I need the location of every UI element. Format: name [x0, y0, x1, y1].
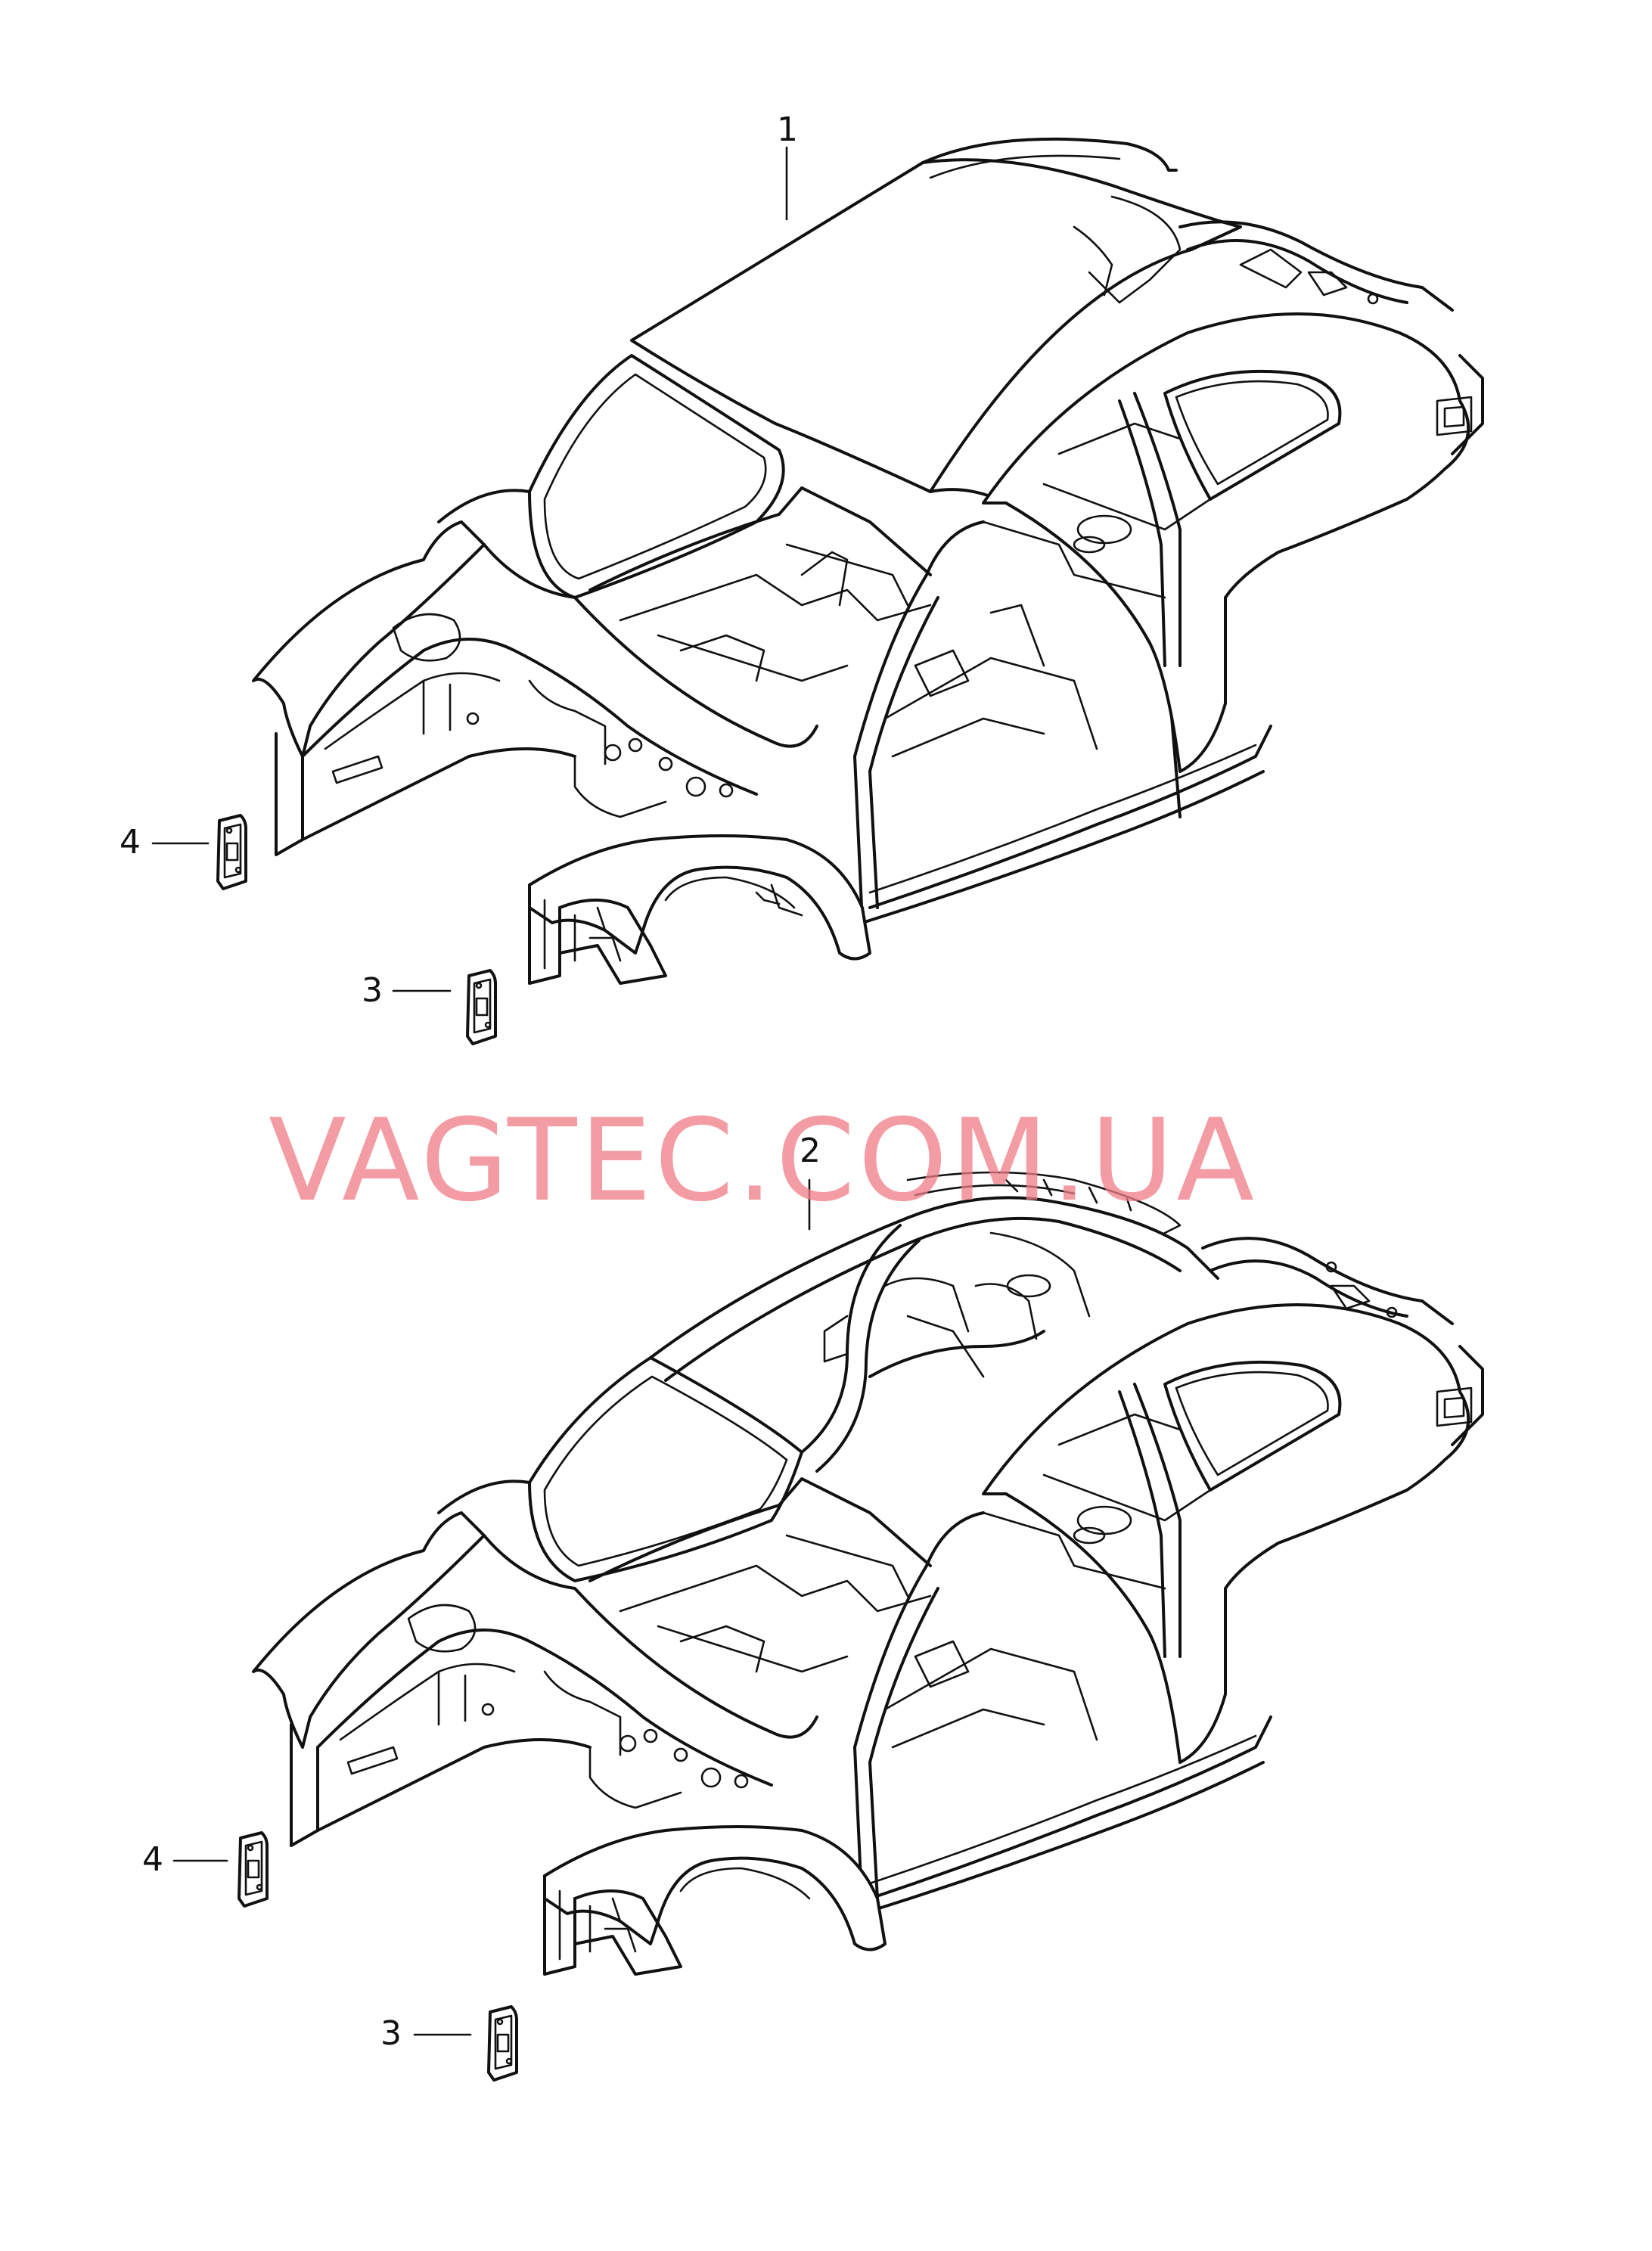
body-shell-coupe-drawing[interactable]	[252, 137, 1484, 985]
leader-lines-top	[151, 146, 788, 992]
body-shell-frame-drawing[interactable]	[252, 1171, 1484, 1976]
callout-3-bottom[interactable]: 3	[380, 2014, 402, 2053]
bracket-plate-drawing[interactable]	[487, 2005, 518, 2082]
callout-3-top[interactable]: 3	[362, 971, 383, 1010]
watermark-text: VAGTEC.COM.UA	[269, 1095, 1258, 1227]
bracket-plate-drawing[interactable]	[466, 969, 497, 1045]
bracket-plate-drawing[interactable]	[238, 1831, 269, 1908]
bracket-plate-drawing[interactable]	[216, 814, 247, 890]
callout-4-top[interactable]: 4	[120, 823, 141, 862]
callout-2[interactable]: 2	[800, 1132, 821, 1170]
leader-lines-bottom	[172, 1178, 811, 2036]
callout-1[interactable]: 1	[777, 110, 798, 149]
callout-4-bottom[interactable]: 4	[142, 1840, 163, 1879]
